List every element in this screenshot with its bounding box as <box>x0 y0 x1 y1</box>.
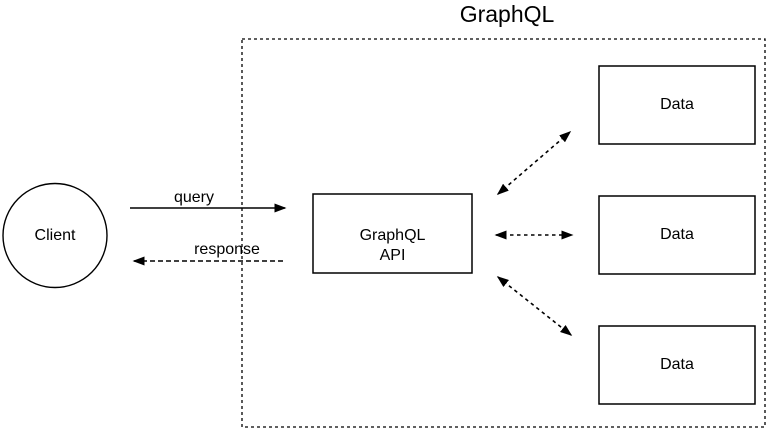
api-data-arrow-1 <box>496 131 572 195</box>
data-node-label-3: Data <box>660 356 694 373</box>
client-node-label: Client <box>34 227 76 244</box>
graphql-boundary-title: GraphQL <box>459 1 555 27</box>
data-node-shape-1 <box>598 65 756 145</box>
api-data-arrow-3 <box>496 276 573 336</box>
graphql-boundary-box <box>241 38 766 428</box>
data-node-label-2: Data <box>660 226 694 243</box>
api-node-shape <box>312 193 473 274</box>
query-edge-label: query <box>173 189 215 206</box>
client-node-shape <box>2 182 108 289</box>
response-edge-label: response <box>194 241 260 258</box>
data-node-shape-2 <box>598 195 756 275</box>
data-node-shape-3 <box>598 325 756 405</box>
data-node-label-1: Data <box>660 96 694 113</box>
api-node-label: GraphQL API <box>359 227 426 264</box>
